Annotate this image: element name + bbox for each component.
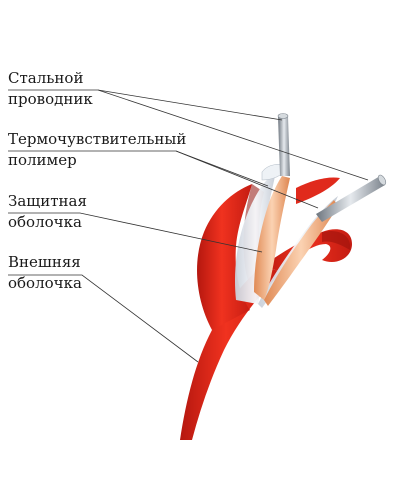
leader-line-steel-2	[97, 89, 369, 181]
label-steel-wire-line2: проводник	[8, 90, 93, 108]
steel-wire-shape	[277, 113, 387, 222]
leader-line-polymer-2	[175, 150, 319, 209]
leader-lines	[8, 89, 369, 363]
thermo-polymer-shape	[254, 176, 338, 306]
label-outer-sheath-line2: оболочка	[8, 274, 82, 292]
label-protective-sheath: Защитная оболочка	[8, 191, 87, 233]
leader-line-protective	[8, 212, 263, 253]
label-steel-wire: Стальной проводник	[8, 68, 93, 110]
label-outer-sheath-line1: Внешняя	[8, 253, 81, 271]
label-thermo-polymer-line2: полимер	[8, 151, 77, 169]
label-protective-sheath-line2: оболочка	[8, 213, 82, 231]
label-outer-sheath: Внешняя оболочка	[8, 252, 82, 294]
leader-line-outer	[8, 274, 199, 363]
label-thermo-polymer-line1: Термочувствительный	[8, 130, 187, 148]
label-protective-sheath-line1: Защитная	[8, 192, 87, 210]
label-steel-wire-line1: Стальной	[8, 69, 84, 87]
label-thermo-polymer: Термочувствительный полимер	[8, 129, 186, 171]
